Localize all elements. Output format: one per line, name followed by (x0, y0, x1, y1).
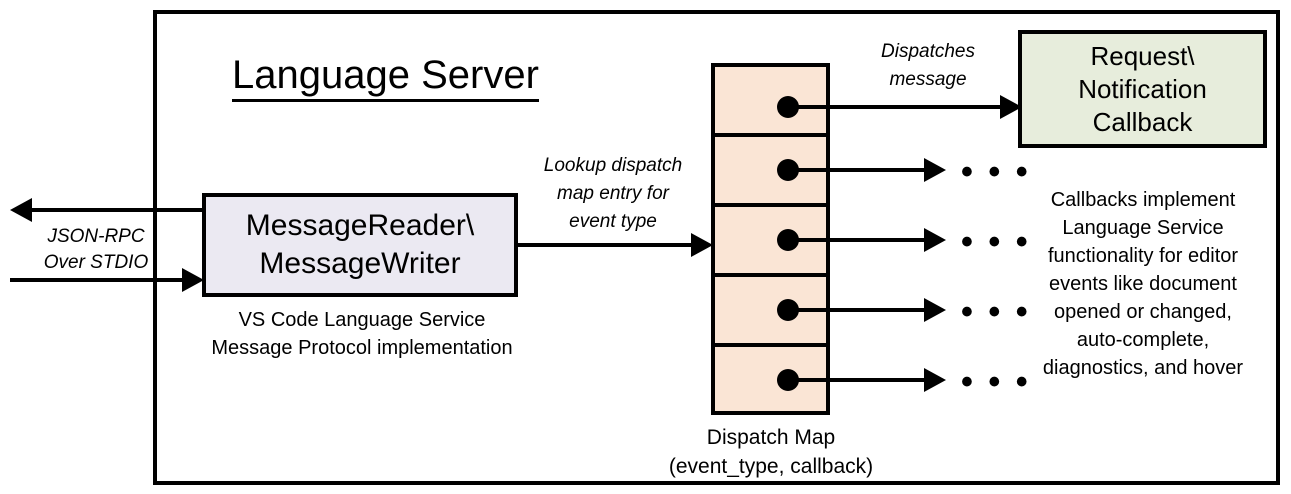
lookup-dispatch-label-line2: map entry for (557, 183, 669, 204)
dispatch-row2-ellipsis: • • • (961, 153, 1031, 191)
dispatch-row5-arrow-line (788, 378, 926, 382)
outbound-arrow-line (32, 208, 212, 212)
dispatch-row1-arrow-head (1000, 95, 1022, 119)
callback-description-line3: functionality for editor (1047, 245, 1239, 267)
dispatch-map-row[interactable] (715, 67, 826, 137)
io-protocol-label-line1: JSON-RPC (47, 226, 145, 247)
page-title-text: Language Server (232, 53, 539, 102)
callback-box-line2: Notification (1078, 73, 1207, 104)
callback-description-line4: events like document (1049, 273, 1237, 295)
message-reader-writer-line1: MessageReader\ (245, 209, 475, 242)
dispatch-row1-arrow-line (788, 105, 1010, 109)
dispatch-map-caption-line1: Dispatch Map (706, 426, 836, 449)
dispatch-map-row[interactable] (715, 137, 826, 207)
dispatch-map-caption: Dispatch Map (event_type, callback) (625, 423, 917, 481)
dispatches-message-label-line1: Dispatches (881, 41, 975, 62)
io-protocol-label: JSON-RPC Over STDIO (36, 224, 156, 276)
callback-description-line7: diagnostics, and hover (1042, 357, 1244, 379)
callback-description: Callbacks implement Language Service fun… (1008, 186, 1278, 382)
message-reader-writer-caption: VS Code Language Service Message Protoco… (190, 306, 534, 362)
message-reader-writer-caption-line1: VS Code Language Service (238, 309, 486, 331)
io-protocol-label-line2: Over STDIO (43, 252, 149, 273)
language-server-boundary (153, 10, 1280, 485)
dispatches-message-label-line2: message (889, 69, 967, 90)
callback-description-line5: opened or changed, (1054, 301, 1232, 323)
request-notification-callback-box[interactable]: Request\ Notification Callback (1018, 30, 1267, 148)
callback-box-line1: Request\ (1090, 40, 1195, 71)
lookup-dispatch-label: Lookup dispatch map entry for event type (518, 152, 708, 236)
callback-description-line2: Language Service (1062, 217, 1224, 239)
inbound-arrow-head (182, 268, 204, 292)
dispatch-map-caption-line2: (event_type, callback) (668, 455, 874, 478)
lookup-dispatch-label-line3: event type (569, 211, 657, 232)
message-reader-writer-caption-line2: Message Protocol implementation (211, 337, 513, 359)
lookup-dispatch-label-line1: Lookup dispatch (543, 155, 683, 176)
dispatch-map-row[interactable] (715, 277, 826, 347)
dispatch-row3-arrow-head (924, 228, 946, 252)
lookup-arrow-line (514, 243, 694, 247)
dispatch-row4-arrow-line (788, 308, 926, 312)
inbound-arrow-line (10, 278, 192, 282)
dispatch-map-row[interactable] (715, 207, 826, 277)
message-reader-writer-box[interactable]: MessageReader\ MessageWriter (202, 193, 518, 297)
dispatch-row2-arrow-head (924, 158, 946, 182)
message-reader-writer-line2: MessageWriter (259, 247, 461, 280)
lookup-arrow-head (691, 233, 713, 257)
dispatch-row3-arrow-line (788, 238, 926, 242)
page-title: Language Server (232, 52, 539, 102)
dispatch-map-row[interactable] (715, 347, 826, 417)
outbound-arrow-head (10, 198, 32, 222)
dispatch-row2-arrow-line (788, 168, 926, 172)
dispatch-row5-arrow-head (924, 368, 946, 392)
callback-box-line3: Callback (1092, 106, 1193, 137)
callback-description-line6: auto-complete, (1076, 329, 1210, 351)
dispatches-message-label: Dispatches message (838, 38, 1018, 94)
dispatch-row4-arrow-head (924, 298, 946, 322)
callback-description-line1: Callbacks implement (1050, 189, 1236, 211)
